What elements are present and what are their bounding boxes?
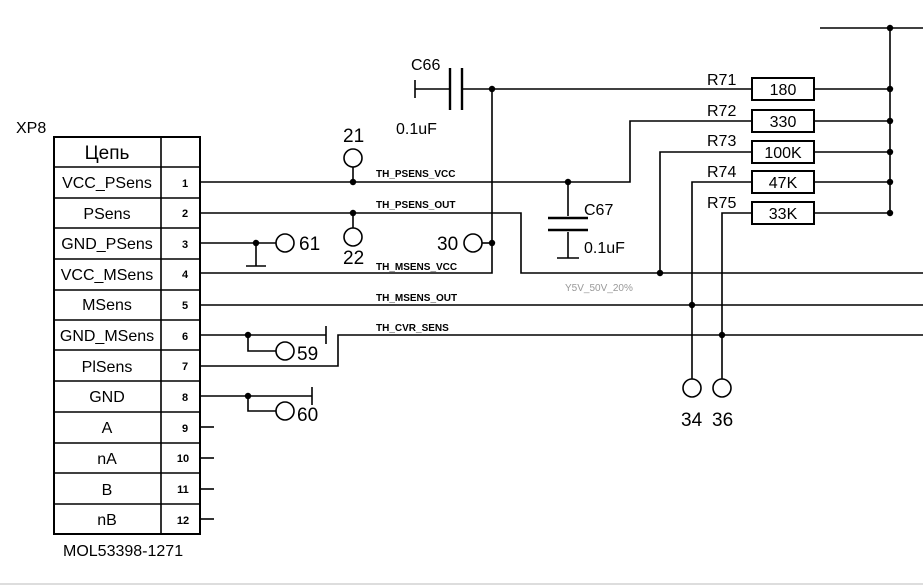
c67-value: 0.1uF bbox=[584, 240, 625, 257]
r75-value: 33K bbox=[769, 206, 798, 223]
r73-ref: R73 bbox=[707, 133, 736, 150]
pin-signal-8: GND bbox=[89, 389, 125, 406]
resistor-r74: R74 47K bbox=[688, 164, 894, 379]
wire-th-cvr-sens: TH_CVR_SENS bbox=[200, 323, 923, 367]
net-label-th-msens-vcc: TH_MSENS_VCC bbox=[376, 262, 457, 273]
pin-signal-9: A bbox=[102, 420, 113, 437]
test-point-30: 30 bbox=[437, 233, 483, 255]
wire-gnd-msens bbox=[200, 326, 327, 352]
unused-pin-stubs bbox=[200, 426, 214, 520]
wire-th-msens-out: TH_MSENS_OUT bbox=[200, 293, 923, 306]
connector-header: Цепь bbox=[85, 143, 130, 164]
pin-number-9: 9 bbox=[182, 423, 188, 435]
test-points: 21 22 30 61 59 60 34 36 bbox=[275, 126, 733, 431]
connector-xp8: XP8 Цепь VCC_PSens PSens GND_PSens VCC_M… bbox=[16, 120, 201, 560]
pin-number-7: 7 bbox=[182, 361, 188, 373]
test-point-30-label: 30 bbox=[437, 234, 458, 255]
c67-ref: C67 bbox=[584, 202, 613, 219]
test-point-34-label: 34 bbox=[681, 410, 703, 431]
test-point-60-label: 60 bbox=[297, 405, 318, 426]
resistor-r73: R73 100K bbox=[656, 133, 894, 277]
net-label-th-psens-out: TH_PSENS_OUT bbox=[376, 200, 455, 211]
test-point-21-label: 21 bbox=[343, 126, 364, 147]
r74-value: 47K bbox=[769, 175, 798, 192]
r74-ref: R74 bbox=[707, 164, 736, 181]
c66-value: 0.1uF bbox=[396, 121, 437, 138]
test-point-34: 34 bbox=[681, 378, 703, 431]
resistor-r75: R75 33K bbox=[707, 195, 894, 379]
test-point-60: 60 bbox=[275, 401, 318, 426]
pin-number-2: 2 bbox=[182, 208, 188, 220]
test-point-22: 22 bbox=[343, 227, 364, 269]
pin-signal-12: nB bbox=[97, 512, 117, 529]
resistor-r71: R71 180 bbox=[707, 72, 894, 101]
test-point-21: 21 bbox=[343, 126, 364, 168]
pin-number-1: 1 bbox=[182, 178, 188, 190]
pin-number-12: 12 bbox=[177, 515, 189, 527]
c66-ref: C66 bbox=[411, 57, 440, 74]
r72-value: 330 bbox=[770, 114, 797, 131]
connector-ref: XP8 bbox=[16, 120, 46, 137]
pin-signal-2: PSens bbox=[83, 206, 130, 223]
capacitor-c67: C67 0.1uF Y5V_50V_20% bbox=[548, 178, 633, 294]
pin-signal-7: PlSens bbox=[82, 359, 133, 376]
test-point-36-label: 36 bbox=[712, 410, 733, 431]
pin-number-11: 11 bbox=[177, 484, 189, 496]
connector-signal-names: VCC_PSens PSens GND_PSens VCC_MSens MSen… bbox=[60, 175, 154, 529]
resistor-network: R71 180 R72 330 R73 100K R74 bbox=[656, 24, 923, 379]
connector-pin-numbers: 1 2 3 4 5 6 7 8 9 10 11 12 bbox=[177, 178, 189, 527]
connector-frame bbox=[53, 136, 201, 535]
pin-number-8: 8 bbox=[182, 392, 188, 404]
test-point-61-label: 61 bbox=[299, 234, 320, 255]
wire-gnd bbox=[200, 387, 313, 412]
resistor-r72: R72 330 bbox=[707, 103, 894, 133]
r71-ref: R71 bbox=[707, 72, 736, 89]
wire-gnd-psens bbox=[200, 239, 276, 267]
pin-signal-6: GND_MSens bbox=[60, 328, 154, 345]
net-label-th-msens-out: TH_MSENS_OUT bbox=[376, 293, 457, 304]
test-point-59: 59 bbox=[275, 341, 318, 365]
wire-th-msens-vcc: TH_MSENS_VCC bbox=[200, 85, 752, 274]
c67-note: Y5V_50V_20% bbox=[565, 283, 633, 294]
pin-number-4: 4 bbox=[182, 269, 189, 281]
pin-signal-4: VCC_MSens bbox=[61, 267, 153, 284]
pin-number-3: 3 bbox=[182, 239, 188, 251]
net-label-th-psens-vcc: TH_PSENS_VCC bbox=[376, 169, 455, 180]
test-point-22-label: 22 bbox=[343, 248, 364, 269]
wire-th-psens-vcc: TH_PSENS_VCC bbox=[200, 120, 752, 186]
pin-number-10: 10 bbox=[177, 453, 189, 465]
pin-signal-1: VCC_PSens bbox=[62, 175, 152, 192]
capacitor-c66: C66 0.1uF bbox=[396, 57, 464, 138]
net-label-th-cvr-sens: TH_CVR_SENS bbox=[376, 323, 449, 334]
r73-value: 100K bbox=[764, 145, 802, 162]
r71-value: 180 bbox=[770, 82, 797, 99]
r72-ref: R72 bbox=[707, 103, 736, 120]
pin-number-6: 6 bbox=[182, 331, 188, 343]
test-point-36: 36 bbox=[712, 378, 733, 431]
pin-signal-5: MSens bbox=[82, 297, 132, 314]
pin-signal-10: nA bbox=[97, 451, 117, 468]
pin-signal-3: GND_PSens bbox=[61, 236, 153, 253]
connector-part-number: MOL53398-1271 bbox=[63, 543, 183, 560]
r75-ref: R75 bbox=[707, 195, 736, 212]
pin-number-5: 5 bbox=[182, 300, 188, 312]
test-point-59-label: 59 bbox=[297, 344, 318, 365]
connector-row-dividers bbox=[54, 166, 200, 505]
test-point-61: 61 bbox=[275, 233, 320, 255]
pin-signal-11: B bbox=[102, 482, 113, 499]
